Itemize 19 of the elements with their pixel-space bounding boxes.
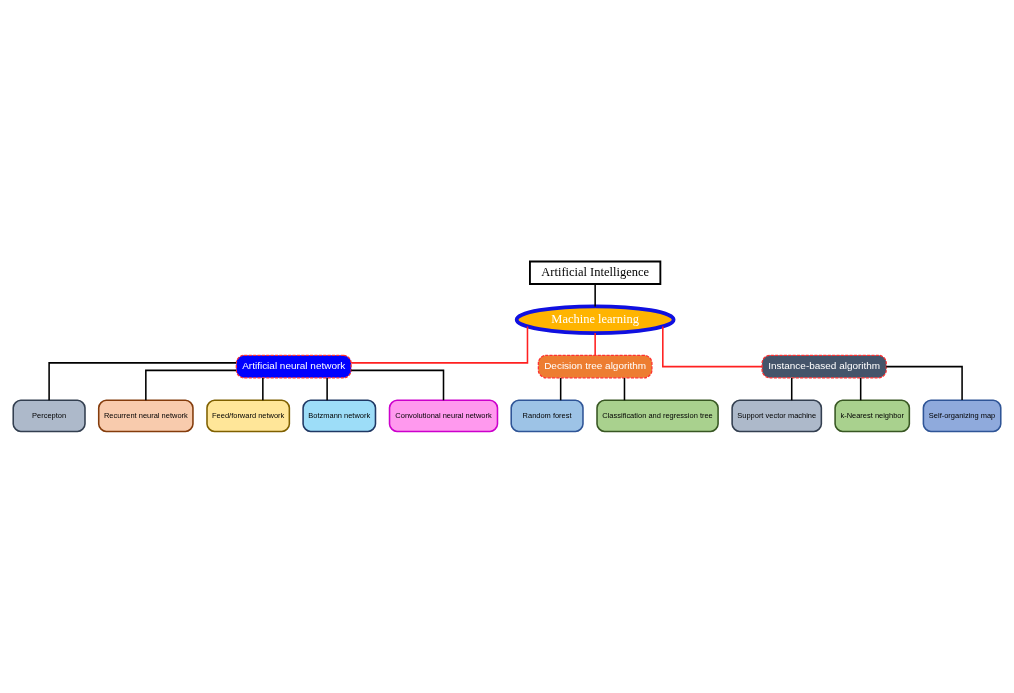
node-box: Artificial neural network <box>235 354 352 379</box>
node-box: Artificial Intelligence <box>529 260 662 285</box>
connector <box>350 369 445 401</box>
connector <box>594 332 596 357</box>
connector <box>350 325 529 364</box>
node-ellipse: Machine learning <box>514 304 676 335</box>
connector <box>145 369 237 401</box>
connector <box>48 362 237 402</box>
connector <box>326 377 328 401</box>
connector <box>594 283 596 308</box>
connector <box>859 377 862 401</box>
connector <box>623 377 626 401</box>
connector <box>662 325 763 368</box>
connector <box>559 377 562 401</box>
node-box: Decision tree algorithm <box>537 354 653 379</box>
connector <box>262 377 264 401</box>
connector <box>790 377 793 401</box>
node-box: Instance-based algorithm <box>761 354 887 379</box>
connector <box>885 365 963 401</box>
